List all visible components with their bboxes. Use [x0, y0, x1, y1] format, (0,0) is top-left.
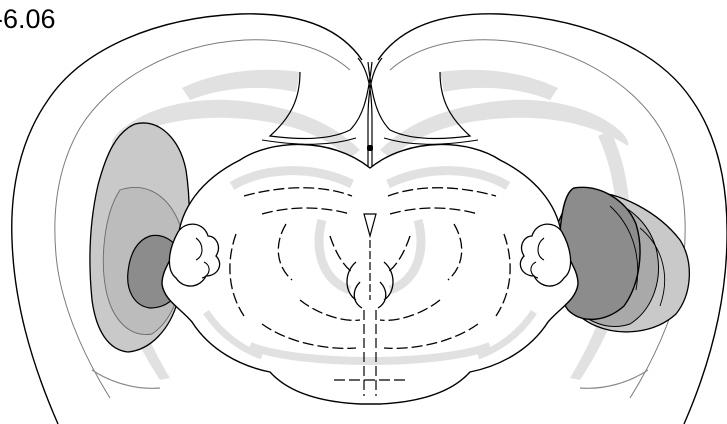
midline-marker	[367, 145, 373, 151]
right-hippocampus-white	[440, 70, 558, 100]
left-hippocampus-white	[182, 70, 300, 100]
